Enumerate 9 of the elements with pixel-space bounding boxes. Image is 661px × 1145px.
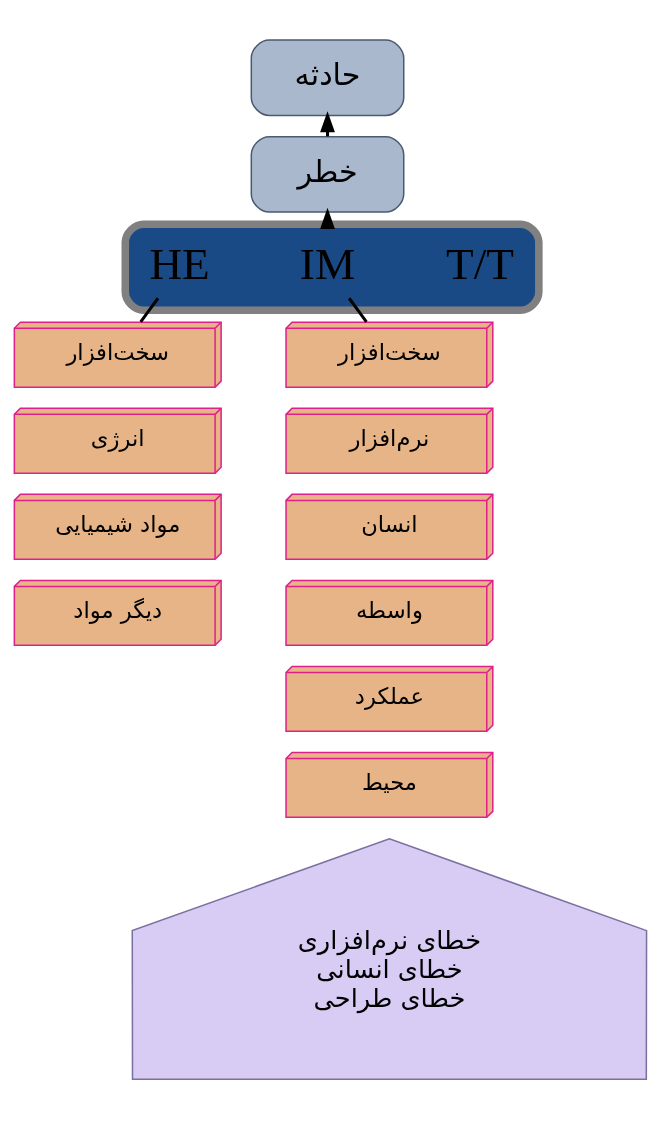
cluster [121,220,543,314]
arrow [320,207,335,229]
node-box: حادثه [250,39,405,117]
node-text: T/T [446,238,514,289]
node-box: خطر [250,135,405,213]
node-text: IM [299,238,356,289]
connector [347,297,368,323]
node-text: HE [149,238,210,289]
connector [139,297,160,323]
